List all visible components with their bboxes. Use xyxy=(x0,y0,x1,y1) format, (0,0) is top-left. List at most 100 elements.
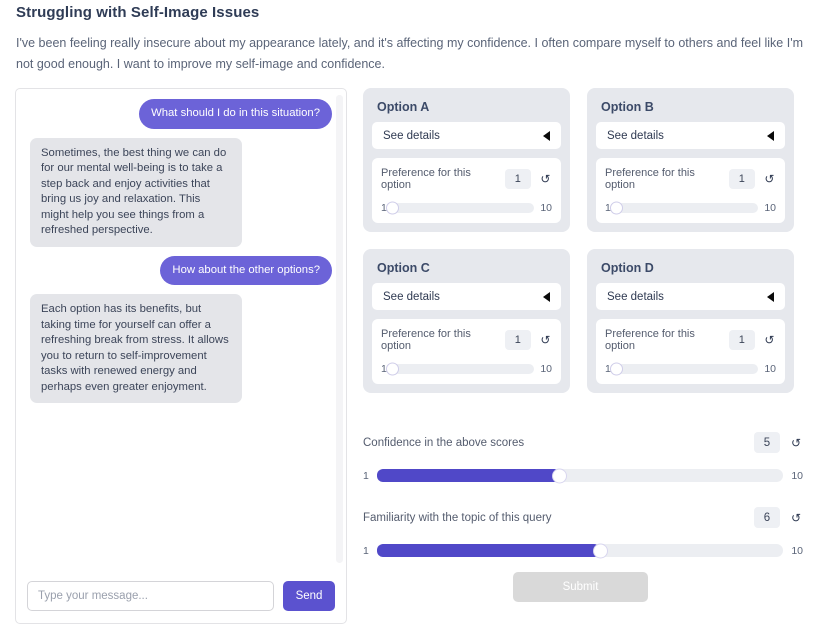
chat-message-input[interactable] xyxy=(27,581,274,611)
preference-value: 1 xyxy=(728,169,755,189)
chat-scrollbar[interactable] xyxy=(336,95,343,563)
preference-label: Preference for this option xyxy=(381,328,471,352)
see-details-label: See details xyxy=(383,129,440,142)
slider-thumb[interactable] xyxy=(386,362,400,376)
slider-max-label: 10 xyxy=(791,469,803,482)
chat-message-bot: Sometimes, the best thing we can do for … xyxy=(30,137,332,247)
preference-box: Preference for this option 1 ↺ 1 10 xyxy=(372,158,561,223)
slider-min-label: 1 xyxy=(381,202,387,214)
preference-label: Preference for this option xyxy=(605,328,695,352)
chat-bubble: Sometimes, the best thing we can do for … xyxy=(30,137,242,247)
chat-bubble: What should I do in this situation? xyxy=(139,99,332,129)
see-details-label: See details xyxy=(607,129,664,142)
chat-input-bar: Send xyxy=(16,569,346,623)
preference-row: Preference for this option 1 ↺ xyxy=(381,328,552,352)
option-title: Option B xyxy=(601,100,654,114)
chat-message-bot: Each option has its benefits, but taking… xyxy=(30,294,332,403)
slider-min-label: 1 xyxy=(363,544,369,557)
see-details-toggle[interactable]: See details xyxy=(596,122,785,149)
preference-slider[interactable] xyxy=(386,362,535,376)
reset-icon[interactable]: ↺ xyxy=(540,172,551,186)
familiarity-slider-block: Familiarity with the topic of this query… xyxy=(363,507,803,558)
page-description: I've been feeling really insecure about … xyxy=(16,36,803,71)
submit-button[interactable]: Submit xyxy=(513,572,648,602)
preference-box: Preference for this option 1 ↺ 1 10 xyxy=(596,319,785,384)
triangle-left-icon xyxy=(767,130,774,141)
slider-max-label: 10 xyxy=(791,544,803,557)
chat-message-user: What should I do in this situation? xyxy=(30,99,332,129)
preference-row: Preference for this option 1 ↺ xyxy=(605,167,776,191)
slider-thumb[interactable] xyxy=(552,468,568,483)
option-title: Option C xyxy=(377,261,430,275)
preference-slider[interactable] xyxy=(610,362,759,376)
preference-slider-row: 1 10 xyxy=(605,201,776,215)
slider-max-label: 10 xyxy=(540,202,552,214)
reset-icon[interactable]: ↺ xyxy=(790,435,802,450)
preference-box: Preference for this option 1 ↺ 1 10 xyxy=(596,158,785,223)
slider-thumb[interactable] xyxy=(592,543,608,558)
meta-slider[interactable] xyxy=(376,468,784,483)
slider-fill xyxy=(376,544,601,557)
reset-icon[interactable]: ↺ xyxy=(540,333,551,347)
page-title: Struggling with Self-Image Issues xyxy=(16,4,260,21)
slider-min-label: 1 xyxy=(363,469,369,482)
chat-message-list: What should I do in this situation? Somet… xyxy=(16,89,346,569)
chat-panel: What should I do in this situation? Somet… xyxy=(15,88,347,624)
option-title: Option A xyxy=(377,100,430,114)
meta-slider-controls: 6↺ xyxy=(754,507,803,528)
preference-slider-row: 1 10 xyxy=(605,362,776,376)
see-details-toggle[interactable]: See details xyxy=(372,283,561,310)
preference-value: 1 xyxy=(504,169,531,189)
slider-max-label: 10 xyxy=(764,363,776,375)
see-details-toggle[interactable]: See details xyxy=(372,122,561,149)
meta-slider-controls: 5↺ xyxy=(754,432,803,453)
slider-fill xyxy=(376,469,560,482)
preference-slider[interactable] xyxy=(386,201,535,215)
slider-max-label: 10 xyxy=(540,363,552,375)
meta-slider[interactable] xyxy=(376,543,784,558)
triangle-left-icon xyxy=(543,130,550,141)
reset-icon[interactable]: ↺ xyxy=(764,333,775,347)
preference-label: Preference for this option xyxy=(605,167,695,191)
triangle-left-icon xyxy=(543,291,550,302)
preference-row: Preference for this option 1 ↺ xyxy=(605,328,776,352)
slider-min-label: 1 xyxy=(605,202,611,214)
preference-slider-row: 1 10 xyxy=(381,201,552,215)
preference-label: Preference for this option xyxy=(381,167,471,191)
meta-slider-row: 1 10 xyxy=(363,543,803,558)
slider-thumb[interactable] xyxy=(610,201,624,215)
slider-thumb[interactable] xyxy=(386,201,400,215)
slider-max-label: 10 xyxy=(764,202,776,214)
meta-slider-header: Familiarity with the topic of this query… xyxy=(363,507,803,528)
preference-slider-row: 1 10 xyxy=(381,362,552,376)
meta-slider-value: 5 xyxy=(754,432,780,453)
chat-message-user: How about the other options? xyxy=(30,255,332,285)
slider-min-label: 1 xyxy=(605,363,611,375)
see-details-label: See details xyxy=(383,290,440,303)
meta-slider-value: 6 xyxy=(754,507,780,528)
preference-slider[interactable] xyxy=(610,201,759,215)
send-button[interactable]: Send xyxy=(283,581,335,611)
reset-icon[interactable]: ↺ xyxy=(790,510,802,525)
chat-scrollbar-thumb[interactable] xyxy=(336,95,343,395)
slider-min-label: 1 xyxy=(381,363,387,375)
see-details-toggle[interactable]: See details xyxy=(596,283,785,310)
meta-slider-label: Confidence in the above scores xyxy=(363,436,525,449)
reset-icon[interactable]: ↺ xyxy=(764,172,775,186)
preference-value: 1 xyxy=(504,330,531,350)
meta-slider-row: 1 10 xyxy=(363,468,803,483)
see-details-label: See details xyxy=(607,290,664,303)
slider-thumb[interactable] xyxy=(610,362,624,376)
chat-bubble: Each option has its benefits, but taking… xyxy=(30,294,242,403)
preference-value: 1 xyxy=(728,330,755,350)
meta-slider-label: Familiarity with the topic of this query xyxy=(363,511,552,524)
preference-row: Preference for this option 1 ↺ xyxy=(381,167,552,191)
